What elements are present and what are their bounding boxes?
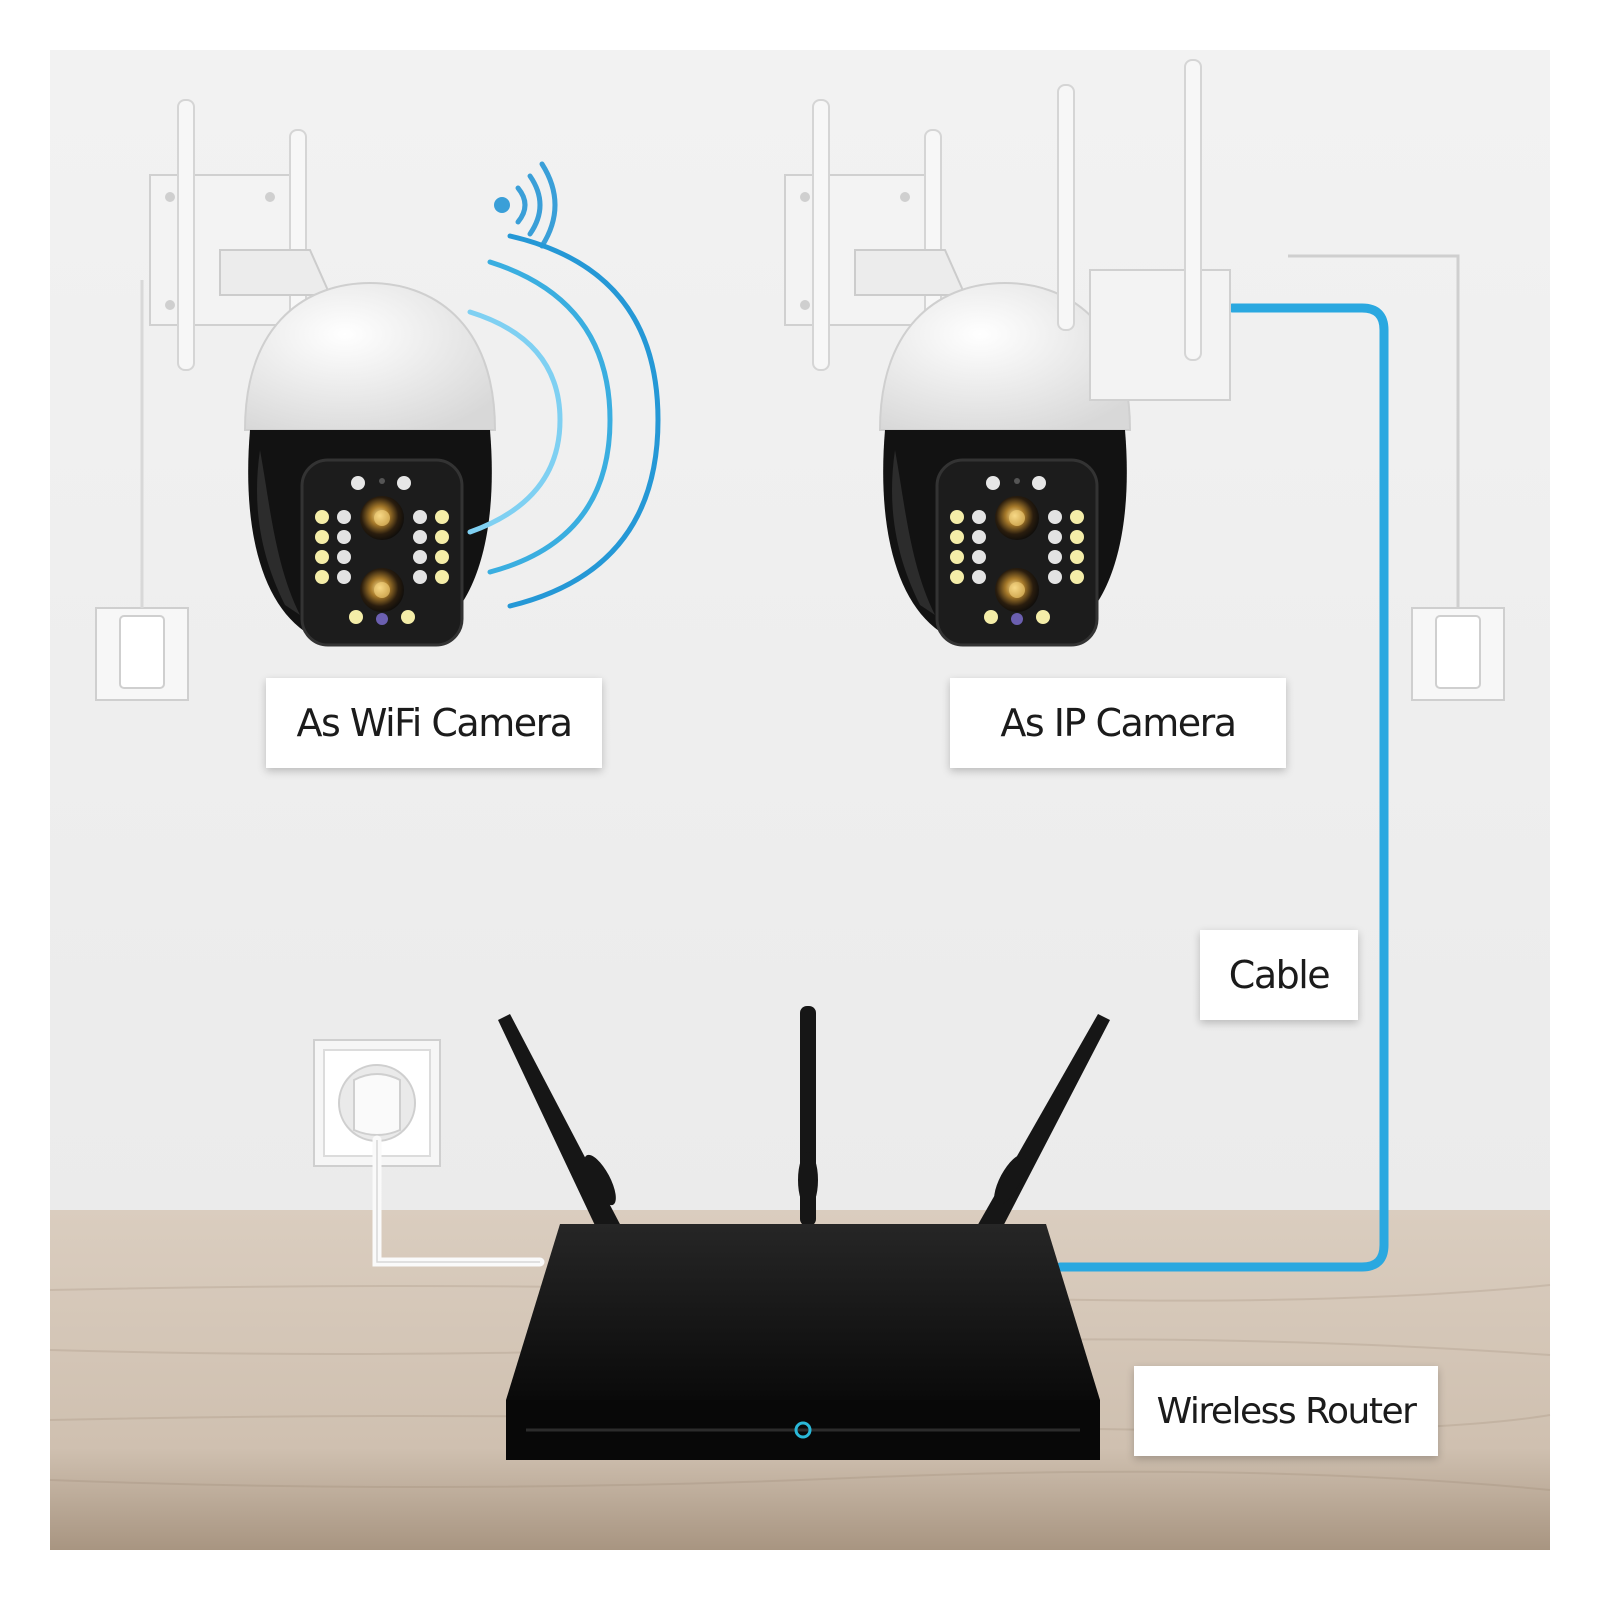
- right-camera-power-wire: [1288, 254, 1460, 608]
- ip-camera-label-text: As IP Camera: [1000, 701, 1237, 745]
- router-antennas: [498, 1006, 1110, 1236]
- cable-label: Cable: [1200, 930, 1358, 1020]
- wifi-camera-label-text: As WiFi Camera: [296, 701, 573, 745]
- ip-camera-antenna: [1184, 59, 1202, 361]
- wall-outlet-icon: [1411, 607, 1505, 701]
- router-label-text: Wireless Router: [1156, 1390, 1417, 1432]
- cable-label-text: Cable: [1228, 953, 1331, 997]
- wifi-signal-icon: [494, 161, 558, 249]
- wifi-camera-label: As WiFi Camera: [266, 678, 602, 768]
- ip-camera-bracket: [1089, 269, 1231, 401]
- power-socket-icon: [313, 1039, 441, 1167]
- ip-camera-antenna: [1057, 84, 1075, 331]
- ip-camera-label: As IP Camera: [950, 678, 1286, 768]
- ethernet-cable: [1055, 303, 1389, 1272]
- wifi-waves: [467, 233, 661, 609]
- wireless-router: [506, 1224, 1100, 1460]
- router-label: Wireless Router: [1134, 1366, 1438, 1456]
- router-status-led: [794, 1421, 812, 1439]
- wall-outlet-icon: [95, 607, 189, 701]
